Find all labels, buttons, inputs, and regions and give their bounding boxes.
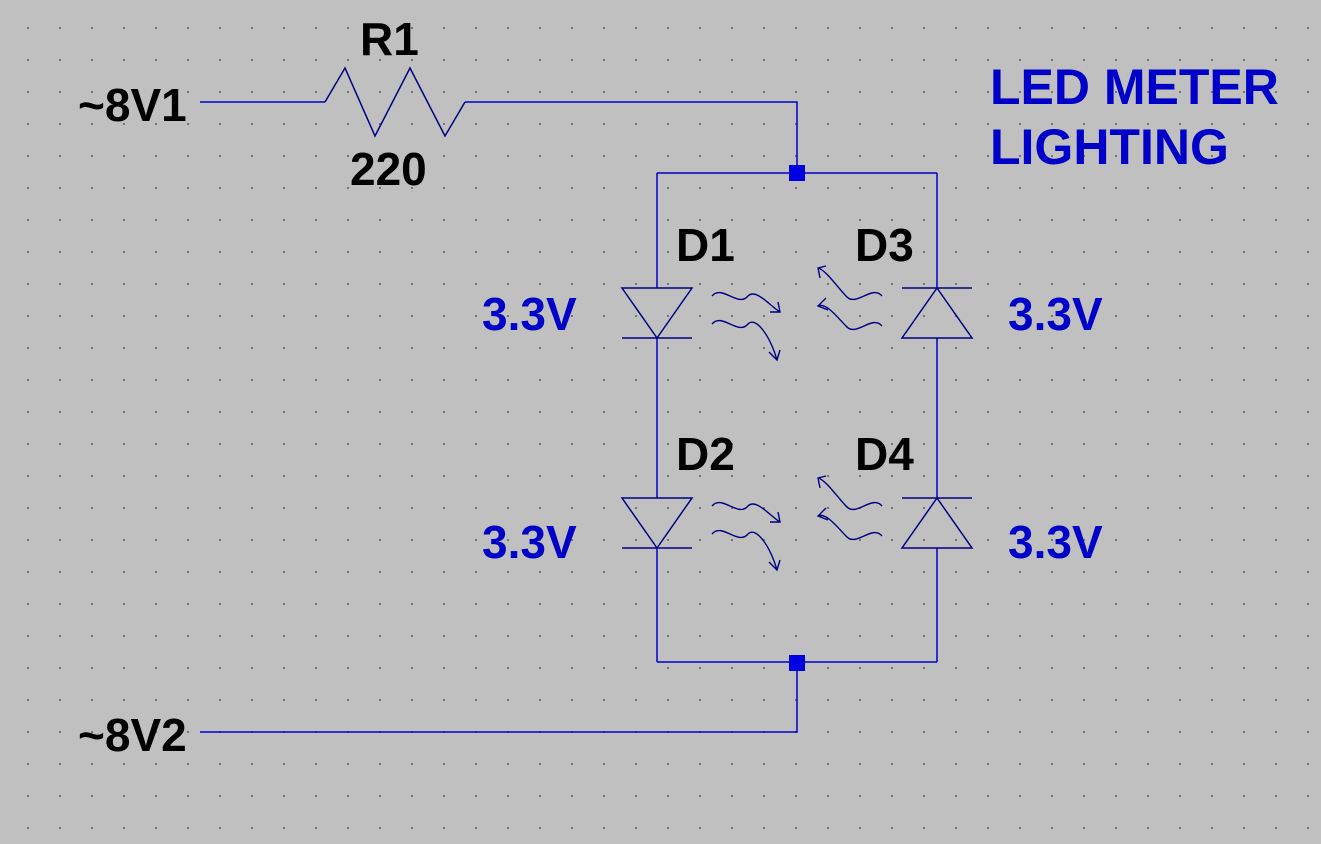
resistor-symbol bbox=[324, 66, 466, 138]
title-line-2: LIGHTING bbox=[990, 119, 1229, 175]
led-d4-value-label: 3.3V bbox=[1008, 516, 1103, 568]
led-d2-ref-label: D2 bbox=[676, 428, 735, 480]
net-label-top: ~8V1 bbox=[78, 79, 187, 131]
led-d2-value-label: 3.3V bbox=[482, 516, 577, 568]
wire-bottom-input bbox=[200, 662, 798, 733]
led-d3-ref-label: D3 bbox=[855, 219, 914, 271]
resistor-ref-label: R1 bbox=[360, 13, 419, 65]
led-d2-symbol bbox=[620, 497, 781, 572]
wires bbox=[200, 101, 938, 733]
led-d4-symbol bbox=[816, 475, 974, 549]
junction-bottom bbox=[789, 655, 805, 671]
led-d3-value-label: 3.3V bbox=[1008, 288, 1103, 340]
wire-resistor-to-node bbox=[465, 101, 798, 173]
led-d3-symbol bbox=[816, 265, 974, 339]
led-d1-ref-label: D1 bbox=[676, 219, 735, 271]
led-d4-ref-label: D4 bbox=[855, 428, 914, 480]
junction-top bbox=[789, 165, 805, 181]
net-label-bottom: ~8V2 bbox=[78, 709, 187, 761]
led-d1-symbol bbox=[620, 287, 781, 362]
title-line-1: LED METER bbox=[990, 59, 1279, 115]
resistor-value-label: 220 bbox=[350, 143, 427, 195]
led-d1-value-label: 3.3V bbox=[482, 288, 577, 340]
